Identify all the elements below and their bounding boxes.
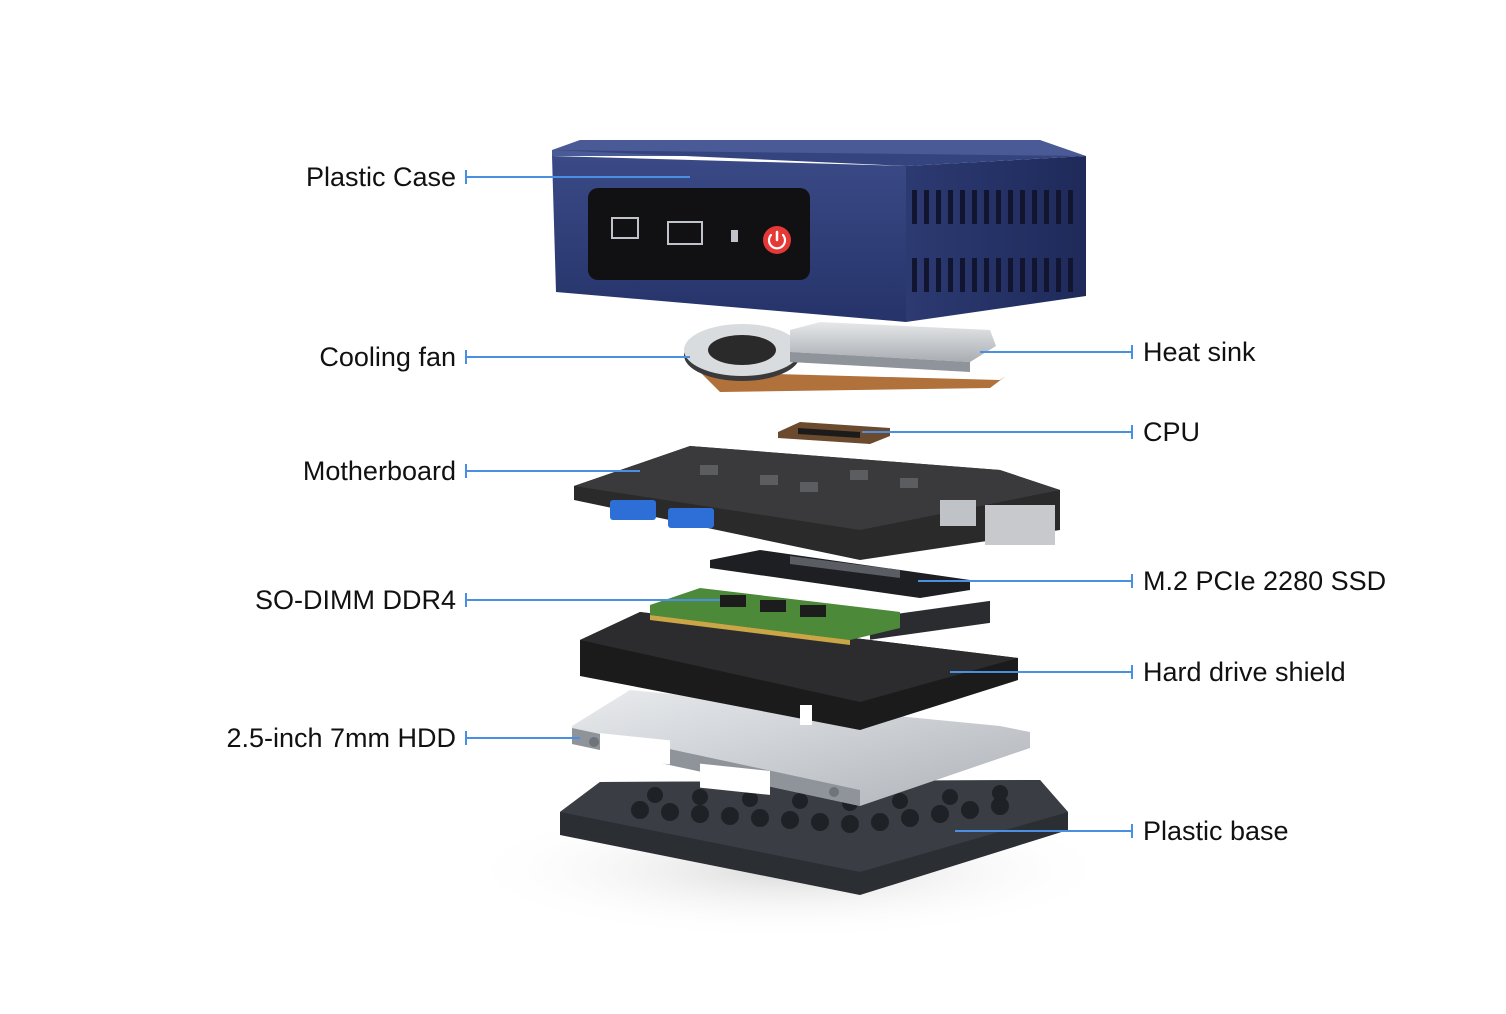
leader-line-hdd: [465, 731, 580, 745]
label-heat-sink: Heat sink: [1143, 337, 1256, 367]
label-motherboard: Motherboard: [302, 456, 456, 486]
leader-line-ssd: [918, 574, 1133, 588]
cooling-assembly-part: [684, 322, 1006, 392]
leader-line-plastic-case: [465, 170, 690, 184]
label-so-dimm: SO-DIMM DDR4: [255, 585, 456, 615]
leader-lines-left: [465, 170, 720, 745]
leader-line-cooling-fan: [465, 350, 690, 364]
leader-line-heat-sink: [980, 345, 1133, 359]
plastic-base-part: [560, 780, 1068, 895]
hdd-shield-part: [580, 612, 1018, 795]
label-hdd-shield: Hard drive shield: [1143, 657, 1346, 687]
cpu-part: [778, 422, 890, 444]
leader-lines-right: [862, 345, 1133, 838]
leader-line-so-dimm: [465, 593, 720, 607]
label-ssd: M.2 PCIe 2280 SSD: [1143, 566, 1387, 596]
label-plastic-base: Plastic base: [1143, 816, 1289, 846]
plastic-case-part: [552, 140, 1086, 322]
label-hdd: 2.5-inch 7mm HDD: [226, 723, 456, 753]
leader-line-cpu: [862, 425, 1133, 439]
label-cpu: CPU: [1143, 417, 1201, 447]
leader-line-plastic-base: [955, 824, 1133, 838]
label-plastic-case: Plastic Case: [305, 162, 456, 192]
leader-line-motherboard: [465, 464, 640, 478]
motherboard-part: [574, 446, 1060, 560]
leader-line-hdd-shield: [950, 665, 1133, 679]
ssd-part: [710, 550, 970, 598]
label-cooling-fan: Cooling fan: [319, 342, 456, 372]
